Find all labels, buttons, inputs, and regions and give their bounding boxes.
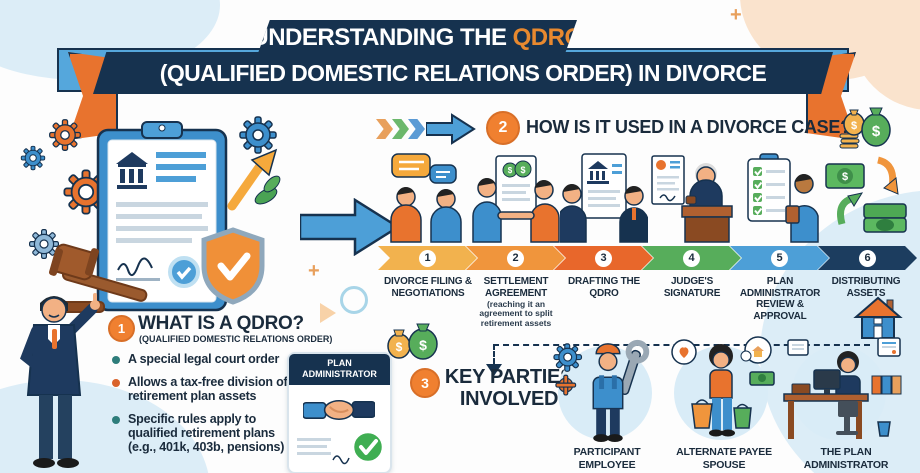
plan-administrator-card-title: PLAN ADMINISTRATOR: [289, 354, 390, 385]
section1-subtitle: (QUALIFIED DOMESTIC RELATIONS ORDER): [139, 334, 333, 344]
qdro-document-illustration: [96, 121, 228, 312]
bullet-dot: [112, 379, 120, 387]
bullet-item: A special legal court order: [112, 352, 298, 366]
step-number: 2: [507, 250, 524, 267]
growth-arrow-icon: [227, 148, 281, 211]
banner-line2: (QUALIFIED DOMESTIC RELATIONS ORDER) IN …: [159, 59, 767, 86]
dashed-connector: [493, 344, 495, 364]
circle-decoration: [340, 286, 368, 314]
mini-chevron-icon: [376, 119, 393, 139]
svg-text:$: $: [851, 120, 857, 132]
handshake-icon: [303, 399, 375, 420]
svg-text:$: $: [841, 171, 847, 183]
gear-icon: [239, 116, 277, 154]
flow-arrow-icon: [300, 198, 400, 256]
step-chevron-4: 4: [642, 246, 741, 270]
step-number: 4: [683, 250, 700, 267]
svg-text:$: $: [507, 166, 512, 175]
dashed-arrow-head: [486, 364, 502, 376]
heading-arrow-icon: [426, 113, 476, 145]
section1-title: WHAT IS A QDRO?: [138, 313, 304, 334]
section3-title: KEY PARTIES INVOLVED: [444, 366, 574, 410]
svg-text:$: $: [419, 337, 427, 353]
scene-divorce-negotiation: [378, 152, 477, 244]
plan-administrator-illustration: [783, 337, 902, 439]
bullet-item: Specific rules apply to qualified retire…: [112, 412, 298, 454]
gear-icon: [29, 229, 59, 259]
bullet-dot: [112, 356, 120, 364]
step-number: 3: [595, 250, 612, 267]
section2-badge: 2: [486, 111, 520, 145]
step-chevron-5: 5: [730, 246, 829, 270]
step-chevron-1: 1: [378, 246, 477, 270]
triangle-decoration: [320, 303, 336, 323]
scene-judge-signature: [642, 152, 741, 244]
alternate-payee-spouse-illustration: [671, 336, 775, 437]
background-blob: [850, 0, 920, 110]
step-label-3: DRAFTING THE QDRO: [567, 276, 641, 299]
money-bags-icon: $ $: [387, 323, 438, 360]
businessman-illustration: [20, 293, 100, 468]
check-circle-icon: [351, 430, 385, 464]
scene-admin-review: [730, 152, 829, 244]
money-bags-icon: $ $: [839, 107, 891, 149]
step-label-4: JUDGE'S SIGNATURE: [663, 276, 721, 299]
step-chevron-2: 2: [466, 246, 565, 270]
banner-title-top: UNDERSTANDING THE QDRO: [257, 20, 577, 56]
banner-title-main: (QUALIFIED DOMESTIC RELATIONS ORDER) IN …: [93, 52, 833, 94]
scene-settlement-agreement: $$: [466, 152, 565, 244]
party-label: ALTERNATE PAYEE SPOUSE: [676, 446, 772, 471]
mini-chevron-icon: [408, 119, 425, 139]
bullet-dot: [112, 416, 120, 424]
banner-highlight: QDRO: [512, 24, 583, 51]
scene-distributing-assets: $: [818, 152, 917, 244]
bullet-item: Allows a tax-free division of retirement…: [112, 375, 298, 403]
plan-administrator-card: PLAN ADMINISTRATOR: [287, 352, 392, 473]
svg-text:$: $: [396, 340, 403, 354]
party-label: THE PLAN ADMINISTRATOR: [803, 446, 889, 471]
step-number: 5: [771, 250, 788, 267]
banner-line1: UNDERSTANDING THE QDRO: [251, 24, 583, 51]
svg-text:$: $: [872, 123, 881, 140]
step-label-1: DIVORCE FILING & NEGOTIATIONS: [384, 276, 472, 299]
step-number: 6: [859, 250, 876, 267]
gear-icon: [20, 145, 46, 171]
step-chevron-6: 6: [818, 246, 917, 270]
house-icon: [853, 296, 903, 339]
step-label-6: DISTRIBUTING ASSETS: [831, 276, 901, 299]
mini-chevron-icon: [392, 119, 409, 139]
section1-badge: 1: [108, 315, 135, 342]
shield-check-icon: [201, 227, 265, 305]
section1-bullets: A special legal court order Allows a tax…: [112, 352, 298, 463]
signature-lines: [297, 438, 350, 465]
step-label-5: PLAN ADMINISTRATOR REVIEW & APPROVAL: [739, 276, 821, 322]
party-label: PARTICIPANT EMPLOYEE: [573, 446, 641, 471]
section3-badge: 3: [410, 368, 440, 398]
participant-employee-illustration: [553, 339, 650, 443]
gear-icon: [49, 119, 81, 151]
section2-title: HOW IS IT USED IN A DIVORCE CASE?: [526, 117, 851, 137]
sparkle-plus-icon: +: [730, 4, 742, 26]
step-number: 1: [419, 250, 436, 267]
sparkle-plus-icon: +: [308, 260, 320, 282]
step-chevron-3: 3: [554, 246, 653, 270]
step-label-2: SETTLEMENT AGREEMENT(reaching it an agre…: [479, 276, 553, 328]
scene-drafting-qdro: [554, 152, 653, 244]
svg-text:$: $: [520, 165, 525, 175]
